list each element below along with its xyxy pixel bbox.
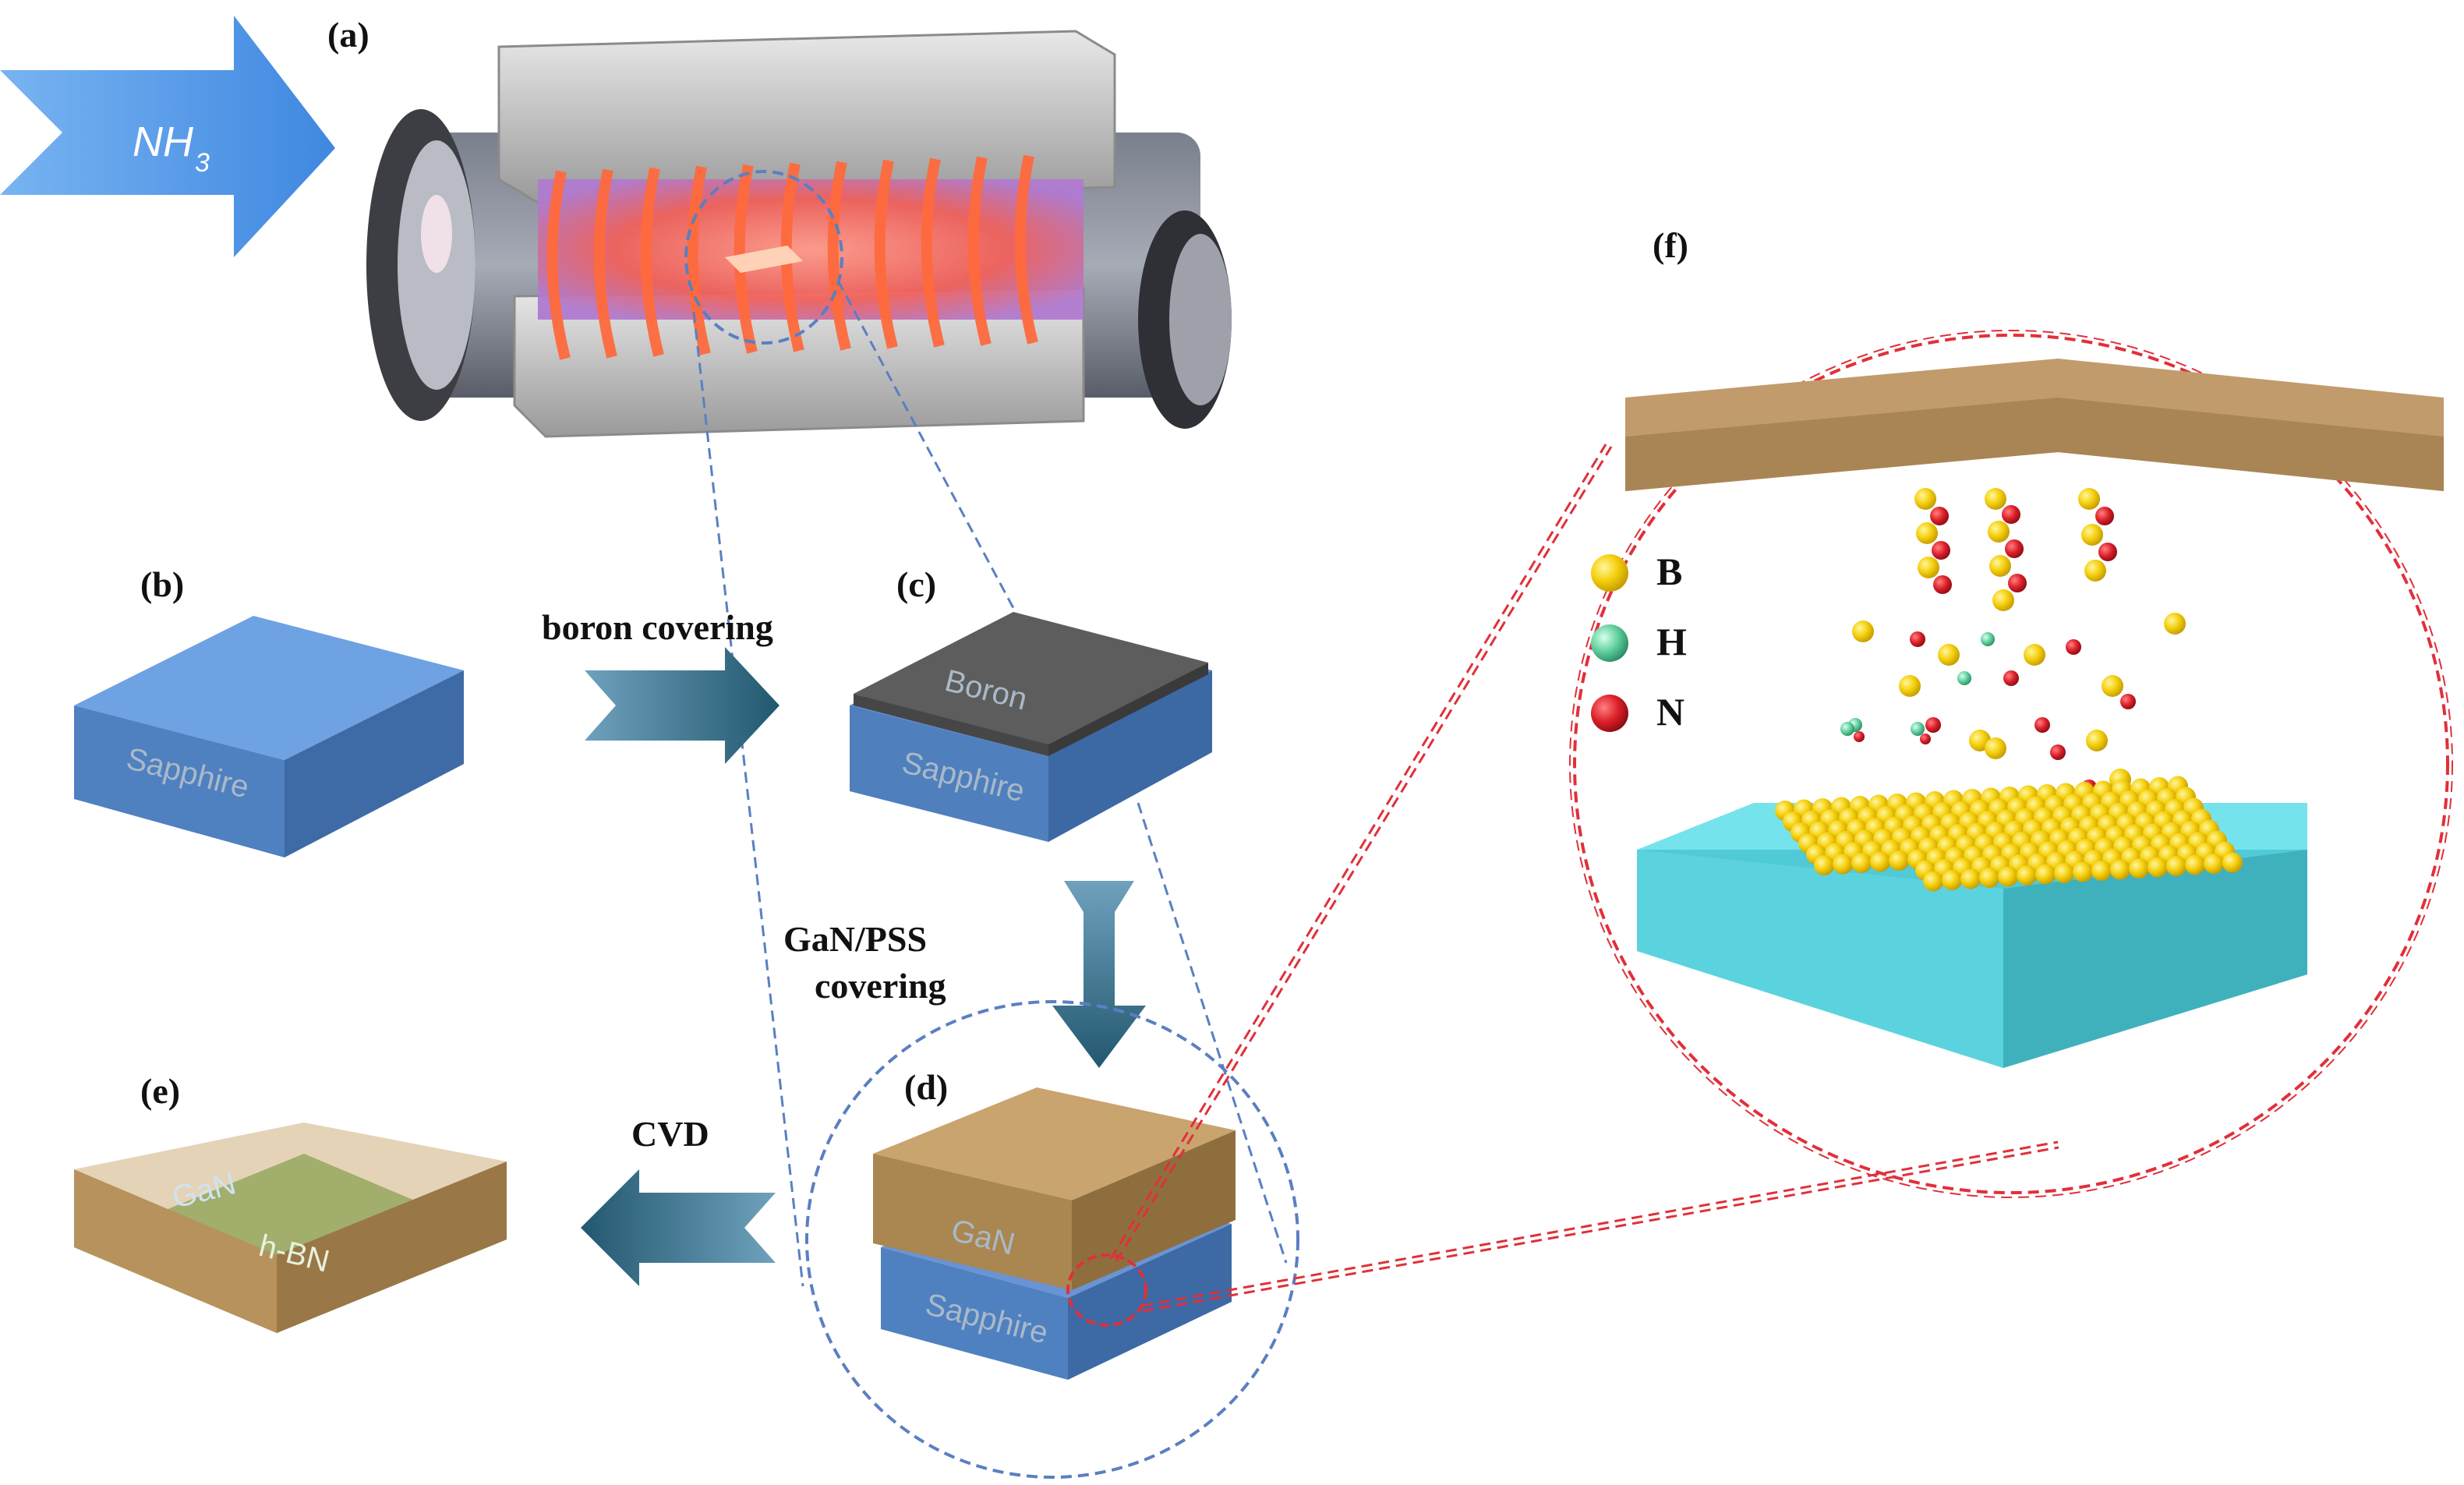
boron-atom <box>1998 866 2018 887</box>
boron-atom <box>2185 854 2205 875</box>
zoom-lines-blue <box>692 280 1288 1287</box>
zoom-lines-red <box>1109 444 2059 1313</box>
nh3-subscript: 3 <box>195 148 210 178</box>
arrow-cvd <box>581 1169 776 1286</box>
zoom-circle-interface <box>1066 1253 1147 1327</box>
gan-hbn-stack-e: GaN h-BN <box>74 1123 507 1333</box>
panel-c-label: (c) <box>896 564 936 604</box>
legend-b-marker <box>1591 554 1628 592</box>
boron-atom <box>1851 853 1872 873</box>
panel-a-label: (a) <box>327 15 369 55</box>
legend-b-label: B <box>1656 550 1682 593</box>
boron-atom <box>2073 861 2093 882</box>
step-boron-covering: boron covering <box>542 607 773 647</box>
boron-atom <box>2148 857 2168 878</box>
boron-atom <box>2129 858 2149 879</box>
zoom-circle-d <box>805 1000 1299 1479</box>
legend-h-label: H <box>1656 620 1687 663</box>
boron-atom <box>1923 871 1943 892</box>
gan-cover-plate-f <box>1625 359 2444 491</box>
nh3-arrow: NH 3 <box>0 16 335 257</box>
boron-atom <box>2204 854 2224 874</box>
boron-atom <box>2054 863 2074 883</box>
step-cvd: CVD <box>631 1114 709 1154</box>
boron-atom <box>2017 865 2037 886</box>
boron-atom <box>2110 859 2130 880</box>
boron-columns <box>1914 488 2117 611</box>
boron-atom <box>2166 856 2186 876</box>
gan-sapphire-stack-d: GaN Sapphire <box>873 1087 1236 1380</box>
legend-n-label: N <box>1656 690 1684 734</box>
zoom-circle-furnace <box>684 170 843 345</box>
boron-atom <box>2091 861 2112 881</box>
step-gan-pss-line1: GaN/PSS <box>783 919 927 959</box>
boron-atom-layer <box>1775 776 2243 892</box>
arrow-gan-pss-covering <box>1052 881 1146 1068</box>
boron-sapphire-stack-c: Boron Sapphire <box>850 612 1212 842</box>
sapphire-substrate-b: Sapphire <box>74 616 464 857</box>
panel-f-label: (f) <box>1653 225 1688 265</box>
legend-n-marker <box>1591 695 1628 732</box>
zoom-circle-f <box>1573 334 2449 1194</box>
panel-d-label: (d) <box>904 1067 948 1107</box>
boron-atom <box>1979 868 1999 888</box>
falling-atoms <box>1840 613 2186 810</box>
boron-atom <box>1960 868 1981 889</box>
boron-atom <box>1889 850 1909 871</box>
boron-atom <box>2222 852 2243 873</box>
boron-atom <box>1833 854 1853 875</box>
atom-legend: B H N <box>1591 550 1687 734</box>
boron-atom <box>1814 855 1834 875</box>
legend-h-marker <box>1591 624 1628 662</box>
tube-furnace-illustration <box>366 30 1232 438</box>
step-gan-pss-line2: covering <box>815 966 946 1006</box>
boron-atom <box>1942 870 1962 890</box>
boron-atom <box>1870 851 1890 872</box>
panel-e-label: (e) <box>140 1071 180 1111</box>
arrow-boron-covering <box>585 647 780 764</box>
panel-b-label: (b) <box>140 564 184 604</box>
boron-atom <box>2035 864 2056 885</box>
nh3-label: NH <box>133 118 194 165</box>
